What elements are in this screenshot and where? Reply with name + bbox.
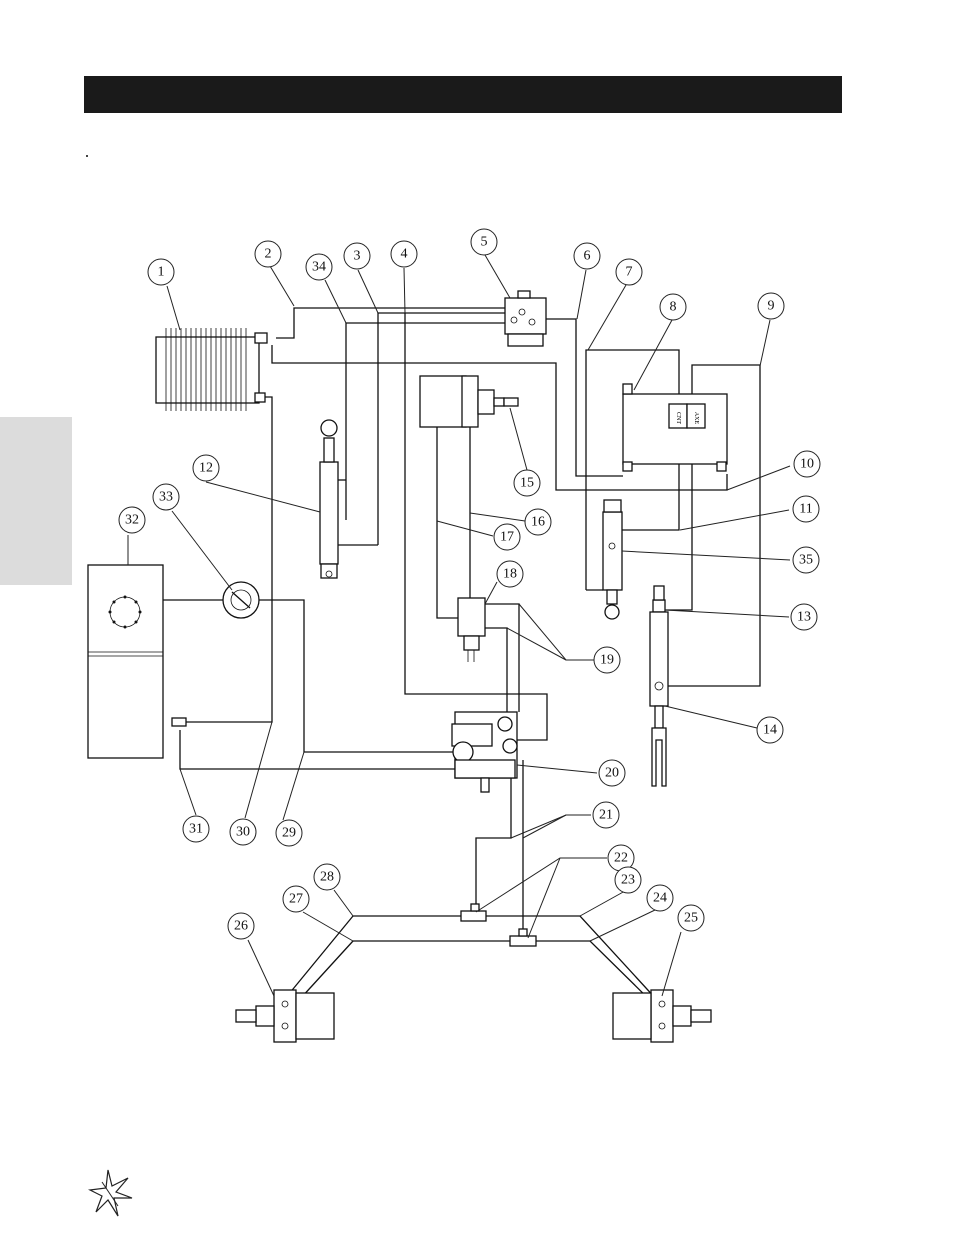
svg-text:29: 29 xyxy=(282,826,296,841)
callout-32: 32 xyxy=(118,506,146,534)
svg-text:26: 26 xyxy=(234,919,248,934)
svg-text:2: 2 xyxy=(265,247,272,262)
svg-text:30: 30 xyxy=(236,825,250,840)
callout-8: 8 xyxy=(659,293,687,321)
svg-text:1: 1 xyxy=(158,265,165,280)
svg-text:33: 33 xyxy=(159,490,173,505)
svg-text:15: 15 xyxy=(520,476,534,491)
starburst-logo-icon xyxy=(88,1169,133,1217)
svg-text:6: 6 xyxy=(584,249,591,264)
callout-7: 7 xyxy=(615,258,643,286)
solenoid-axe xyxy=(686,403,706,429)
svg-text:27: 27 xyxy=(289,892,303,907)
flow-control-valve xyxy=(457,597,486,662)
svg-text:16: 16 xyxy=(531,515,545,530)
svg-text:35: 35 xyxy=(799,553,813,568)
section-side-tab xyxy=(0,417,72,585)
wheel-motor-left xyxy=(235,989,335,1043)
callout-11: 11 xyxy=(792,495,820,523)
callout-18: 18 xyxy=(496,560,524,588)
callout-31: 31 xyxy=(182,815,210,843)
page-mark xyxy=(86,155,88,157)
svg-text:24: 24 xyxy=(653,891,667,906)
hydraulic-tank xyxy=(87,564,187,759)
svg-text:34: 34 xyxy=(312,260,326,275)
svg-text:13: 13 xyxy=(797,610,811,625)
leader-lines xyxy=(127,254,791,997)
svg-text:21: 21 xyxy=(599,808,613,823)
callout-13: 13 xyxy=(790,603,818,631)
callout-10: 10 xyxy=(793,450,821,478)
svg-text:25: 25 xyxy=(684,911,698,926)
suction-filter xyxy=(222,581,260,619)
svg-text:23: 23 xyxy=(621,873,635,888)
callout-21: 21 xyxy=(592,801,620,829)
oil-cooler xyxy=(155,328,268,411)
hydraulic-motor xyxy=(419,375,519,428)
svg-text:12: 12 xyxy=(199,461,213,476)
svg-text:19: 19 xyxy=(600,653,614,668)
valve-block: CNT AXE xyxy=(622,383,728,472)
svg-text:22: 22 xyxy=(614,851,628,866)
callout-23: 23 xyxy=(614,866,642,894)
callout-20: 20 xyxy=(598,759,626,787)
svg-text:3: 3 xyxy=(354,249,361,264)
solenoid-label-right: AXE xyxy=(693,412,699,425)
callout-12: 12 xyxy=(192,454,220,482)
svg-text:7: 7 xyxy=(626,265,633,280)
control-valve xyxy=(504,290,547,347)
hydraulic-pump xyxy=(451,711,518,793)
svg-text:8: 8 xyxy=(670,300,677,315)
callout-6: 6 xyxy=(573,242,601,270)
hydraulic-cylinder-small xyxy=(602,499,623,620)
callout-33: 33 xyxy=(152,483,180,511)
svg-text:11: 11 xyxy=(799,502,812,517)
callout-28: 28 xyxy=(313,863,341,891)
callout-22: 22 xyxy=(607,844,635,872)
callout-15: 15 xyxy=(513,469,541,497)
callout-19: 19 xyxy=(593,646,621,674)
svg-text:18: 18 xyxy=(503,567,517,582)
callout-34: 34 xyxy=(305,253,333,281)
callout-30: 30 xyxy=(229,818,257,846)
section-header-bar xyxy=(84,76,842,113)
svg-text:17: 17 xyxy=(500,530,514,545)
wheel-motor-right xyxy=(612,989,712,1043)
callout-16: 16 xyxy=(524,508,552,536)
svg-text:28: 28 xyxy=(320,870,334,885)
callout-26: 26 xyxy=(227,912,255,940)
hydraulic-cylinder-left xyxy=(319,419,339,579)
callout-4: 4 xyxy=(390,240,418,268)
svg-text:5: 5 xyxy=(481,235,488,250)
svg-text:9: 9 xyxy=(768,299,775,314)
svg-text:32: 32 xyxy=(125,513,139,528)
callout-5: 5 xyxy=(470,228,498,256)
callout-9: 9 xyxy=(757,292,785,320)
callout-35: 35 xyxy=(792,546,820,574)
tee-fittings xyxy=(460,903,537,947)
hydraulic-cylinder-right xyxy=(649,585,669,787)
svg-text:4: 4 xyxy=(401,247,408,262)
callout-27: 27 xyxy=(282,885,310,913)
svg-text:31: 31 xyxy=(189,822,203,837)
svg-text:14: 14 xyxy=(763,723,777,738)
callout-29: 29 xyxy=(275,819,303,847)
svg-text:10: 10 xyxy=(800,457,814,472)
callout-14: 14 xyxy=(756,716,784,744)
callout-3: 3 xyxy=(343,242,371,270)
callout-1: 1 xyxy=(147,258,175,286)
solenoid-label-left: CNT xyxy=(675,412,681,424)
callout-17: 17 xyxy=(493,523,521,551)
callout-24: 24 xyxy=(646,884,674,912)
callout-25: 25 xyxy=(677,904,705,932)
callout-2: 2 xyxy=(254,240,282,268)
svg-text:20: 20 xyxy=(605,766,619,781)
